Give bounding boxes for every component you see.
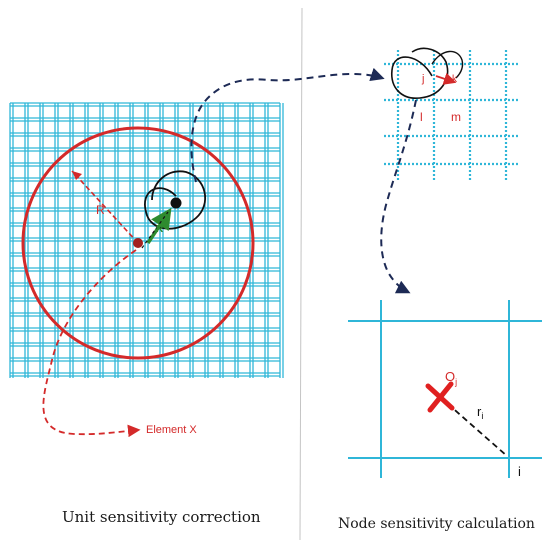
vector-dashes (141, 211, 169, 249)
small-grid-loop-arrow (431, 50, 464, 79)
detail-element-grid (348, 300, 542, 478)
center-label: Oj (445, 369, 457, 387)
filter-radius-circle (21, 126, 255, 360)
element-center-dot (133, 238, 143, 248)
radius-label: R (96, 203, 105, 217)
element-x-label: Element X (146, 424, 197, 436)
small-grid-red-arrow (435, 72, 457, 85)
left-mesh-grid (9, 102, 284, 378)
node-label-i: i (518, 464, 521, 479)
small-grid-loop-scribble (391, 47, 449, 99)
radius-arrowhead (72, 171, 82, 180)
node-label-j: j (421, 73, 424, 85)
vector-arrow (146, 207, 172, 244)
element-x-path (42, 249, 141, 438)
vector-label: R (156, 224, 164, 235)
node-dot (170, 197, 182, 209)
node-label-m: m (451, 110, 461, 124)
link-path-bottom (380, 99, 417, 294)
node-loop-scribble (144, 170, 206, 230)
small-node-grid (384, 50, 520, 180)
left-caption: Unit sensitivity correction (62, 508, 261, 526)
panel-divider (299, 7, 303, 541)
link-path-top (190, 67, 385, 183)
radius-dashed-line (71, 170, 139, 244)
distance-label: ri (477, 404, 483, 421)
node-label-l: l (420, 110, 423, 124)
right-caption: Node sensitivity calculation (338, 516, 535, 532)
node-label-k: k (452, 74, 458, 85)
element-center-cross (425, 381, 455, 413)
